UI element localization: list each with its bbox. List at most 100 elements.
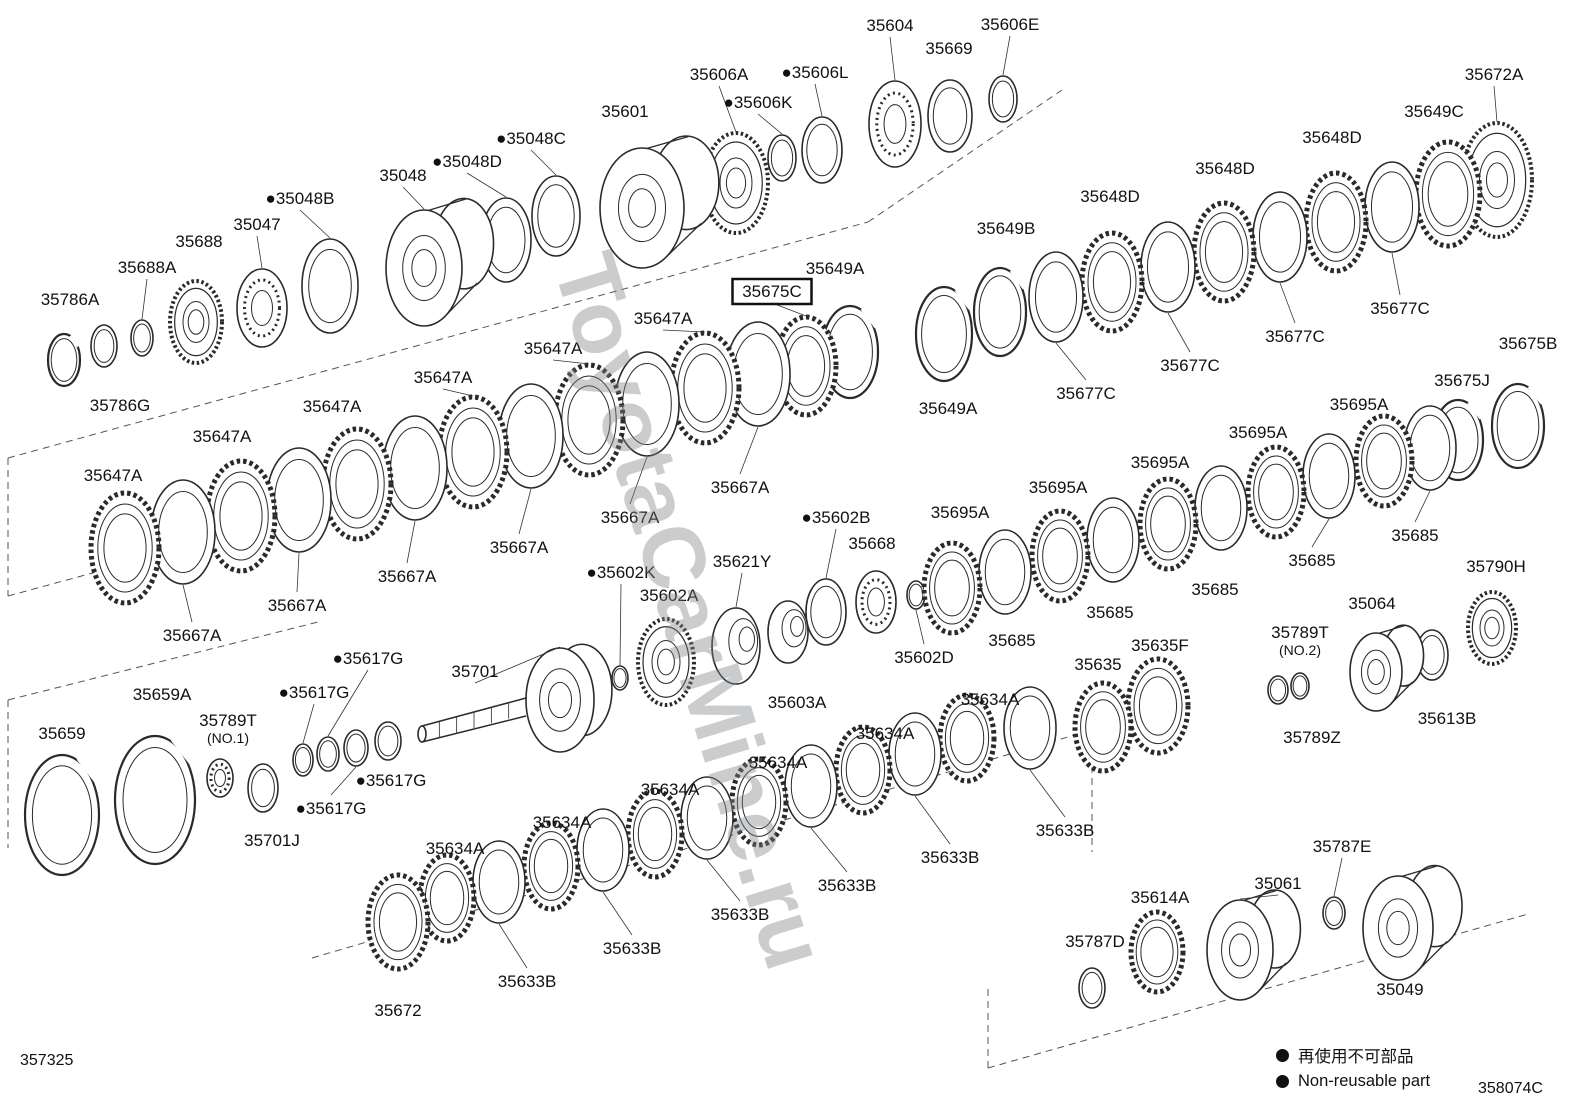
part-number-label[interactable]: 35635F	[1131, 636, 1189, 655]
leader-line	[1239, 894, 1279, 900]
part-number-label[interactable]: 35635	[1074, 655, 1121, 674]
part-number-label[interactable]: ●35617G	[279, 683, 350, 702]
part-number-label[interactable]: 35667A	[268, 596, 327, 615]
part-number-label[interactable]: 35061	[1254, 874, 1301, 893]
part-number-label[interactable]: 35614A	[1131, 888, 1190, 907]
part-callout-35695A: 35695A	[931, 503, 990, 522]
part-number-label[interactable]: 35649B	[977, 219, 1036, 238]
part-number-label[interactable]: 35647A	[193, 427, 252, 446]
part-number-label[interactable]: 35675C	[742, 282, 802, 301]
part-number-label[interactable]: ●35617G	[333, 649, 404, 668]
part-number-label[interactable]: 35634A	[749, 753, 808, 772]
part-number-label[interactable]: 35668	[848, 534, 895, 553]
part-number-label[interactable]: 35048	[379, 166, 426, 185]
part-shape-35695A	[1245, 444, 1307, 540]
part-number-label[interactable]: 35649A	[919, 399, 978, 418]
part-number-label[interactable]: 35677C	[1056, 384, 1116, 403]
part-number-label[interactable]: 35659	[38, 724, 85, 743]
part-number-label[interactable]: 35688	[175, 232, 222, 251]
part-number-label[interactable]: 35667A	[711, 478, 770, 497]
part-number-label[interactable]: 35695A	[1029, 478, 1088, 497]
part-callout-35049: 35049	[1376, 980, 1423, 999]
part-number-label[interactable]: 35695A	[1330, 395, 1389, 414]
part-number-label[interactable]: 35669	[925, 39, 972, 58]
part-number-label[interactable]: 35633B	[603, 939, 662, 958]
part-number-label[interactable]: 35695A	[1229, 423, 1288, 442]
part-number-label[interactable]: 35672A	[1465, 65, 1524, 84]
part-number-label[interactable]: 35634A	[533, 813, 592, 832]
part-number-label[interactable]: 35789T	[199, 711, 257, 730]
part-number-label[interactable]: 35647A	[414, 368, 473, 387]
leader-line	[518, 488, 532, 535]
part-number-label[interactable]: 35613B	[1418, 709, 1477, 728]
part-number-label[interactable]: 35685	[1288, 551, 1335, 570]
part-number-label[interactable]: 35047	[233, 215, 280, 234]
part-number-label[interactable]: 35701	[451, 662, 498, 681]
part-number-label[interactable]: 35621Y	[713, 552, 772, 571]
part-number-label[interactable]: 35685	[988, 631, 1035, 650]
part-number-label[interactable]: 35634A	[426, 839, 485, 858]
part-number-label[interactable]: ●35617G	[296, 799, 367, 818]
part-number-label[interactable]: 35633B	[921, 848, 980, 867]
part-number-label[interactable]: 35064	[1348, 594, 1395, 613]
part-number-label[interactable]: ●35048B	[266, 189, 335, 208]
part-number-label[interactable]: 35604	[866, 16, 913, 35]
part-number-label[interactable]: ●35602K	[587, 563, 657, 582]
part-number-label[interactable]: 35649A	[806, 259, 865, 278]
part-number-label[interactable]: 35606E	[981, 15, 1040, 34]
part-number-label[interactable]: 35789Z	[1283, 728, 1341, 747]
part-number-label[interactable]: 35633B	[818, 876, 877, 895]
part-number-label[interactable]: 35633B	[1036, 821, 1095, 840]
part-number-label[interactable]: 35647A	[84, 466, 143, 485]
part-number-label[interactable]: 35603A	[768, 693, 827, 712]
part-number-label[interactable]: 35667A	[163, 626, 222, 645]
part-number-label[interactable]: ●35606L	[782, 63, 849, 82]
part-number-label[interactable]: 35633B	[711, 905, 770, 924]
part-number-label[interactable]: 35647A	[524, 339, 583, 358]
part-number-label[interactable]: 35602A	[640, 586, 699, 605]
part-number-label[interactable]: 35685	[1191, 580, 1238, 599]
part-number-label[interactable]: 35667A	[378, 567, 437, 586]
part-number-label[interactable]: 35606A	[690, 65, 749, 84]
part-number-label[interactable]: 35667A	[490, 538, 549, 557]
part-number-label[interactable]: 35786A	[41, 290, 100, 309]
part-number-label[interactable]: 35648D	[1080, 187, 1140, 206]
part-number-label[interactable]: 35685	[1086, 603, 1133, 622]
part-number-label[interactable]: 35695A	[931, 503, 990, 522]
part-number-label[interactable]: 35601	[601, 102, 648, 121]
part-number-label[interactable]: 35634A	[856, 724, 915, 743]
part-number-label[interactable]: ●35602B	[802, 508, 871, 527]
part-number-label[interactable]: 35647A	[634, 309, 693, 328]
part-number-label[interactable]: 35648D	[1302, 128, 1362, 147]
part-number-label[interactable]: 35701J	[244, 831, 300, 850]
part-number-label[interactable]: 35685	[1391, 526, 1438, 545]
part-number-label[interactable]: 35675B	[1499, 334, 1558, 353]
part-number-label[interactable]: 35667A	[601, 508, 660, 527]
part-number-label[interactable]: 35695A	[1131, 453, 1190, 472]
part-number-label[interactable]: 35787E	[1313, 837, 1372, 856]
part-number-label[interactable]: 35049	[1376, 980, 1423, 999]
part-number-label[interactable]: 35786G	[90, 396, 151, 415]
part-number-label[interactable]: 35647A	[303, 397, 362, 416]
part-number-label[interactable]: 35787D	[1065, 932, 1125, 951]
part-number-label[interactable]: 35790H	[1466, 557, 1526, 576]
part-number-label[interactable]: ●35606K	[724, 93, 794, 112]
part-number-label[interactable]: 35659A	[133, 685, 192, 704]
part-number-label[interactable]: 35649C	[1404, 102, 1464, 121]
part-number-label[interactable]: 35789T	[1271, 623, 1329, 642]
part-number-label[interactable]: 35677C	[1370, 299, 1430, 318]
part-callout-35647A: 35647A	[414, 368, 474, 397]
part-number-label[interactable]: ●35617G	[356, 771, 427, 790]
part-number-label[interactable]: 35634A	[641, 780, 700, 799]
part-number-label[interactable]: ●35048C	[496, 129, 566, 148]
part-number-label[interactable]: 35672	[374, 1001, 421, 1020]
part-number-label[interactable]: 35688A	[118, 258, 177, 277]
part-number-label[interactable]: 35675J	[1434, 371, 1490, 390]
part-number-label[interactable]: 35677C	[1160, 356, 1220, 375]
part-number-label[interactable]: 35634A	[961, 690, 1020, 709]
part-number-label[interactable]: 35677C	[1265, 327, 1325, 346]
part-number-label[interactable]: ●35048D	[432, 152, 502, 171]
part-number-label[interactable]: 35633B	[498, 972, 557, 991]
part-number-label[interactable]: 35648D	[1195, 159, 1255, 178]
part-number-label[interactable]: 35602D	[894, 648, 954, 667]
